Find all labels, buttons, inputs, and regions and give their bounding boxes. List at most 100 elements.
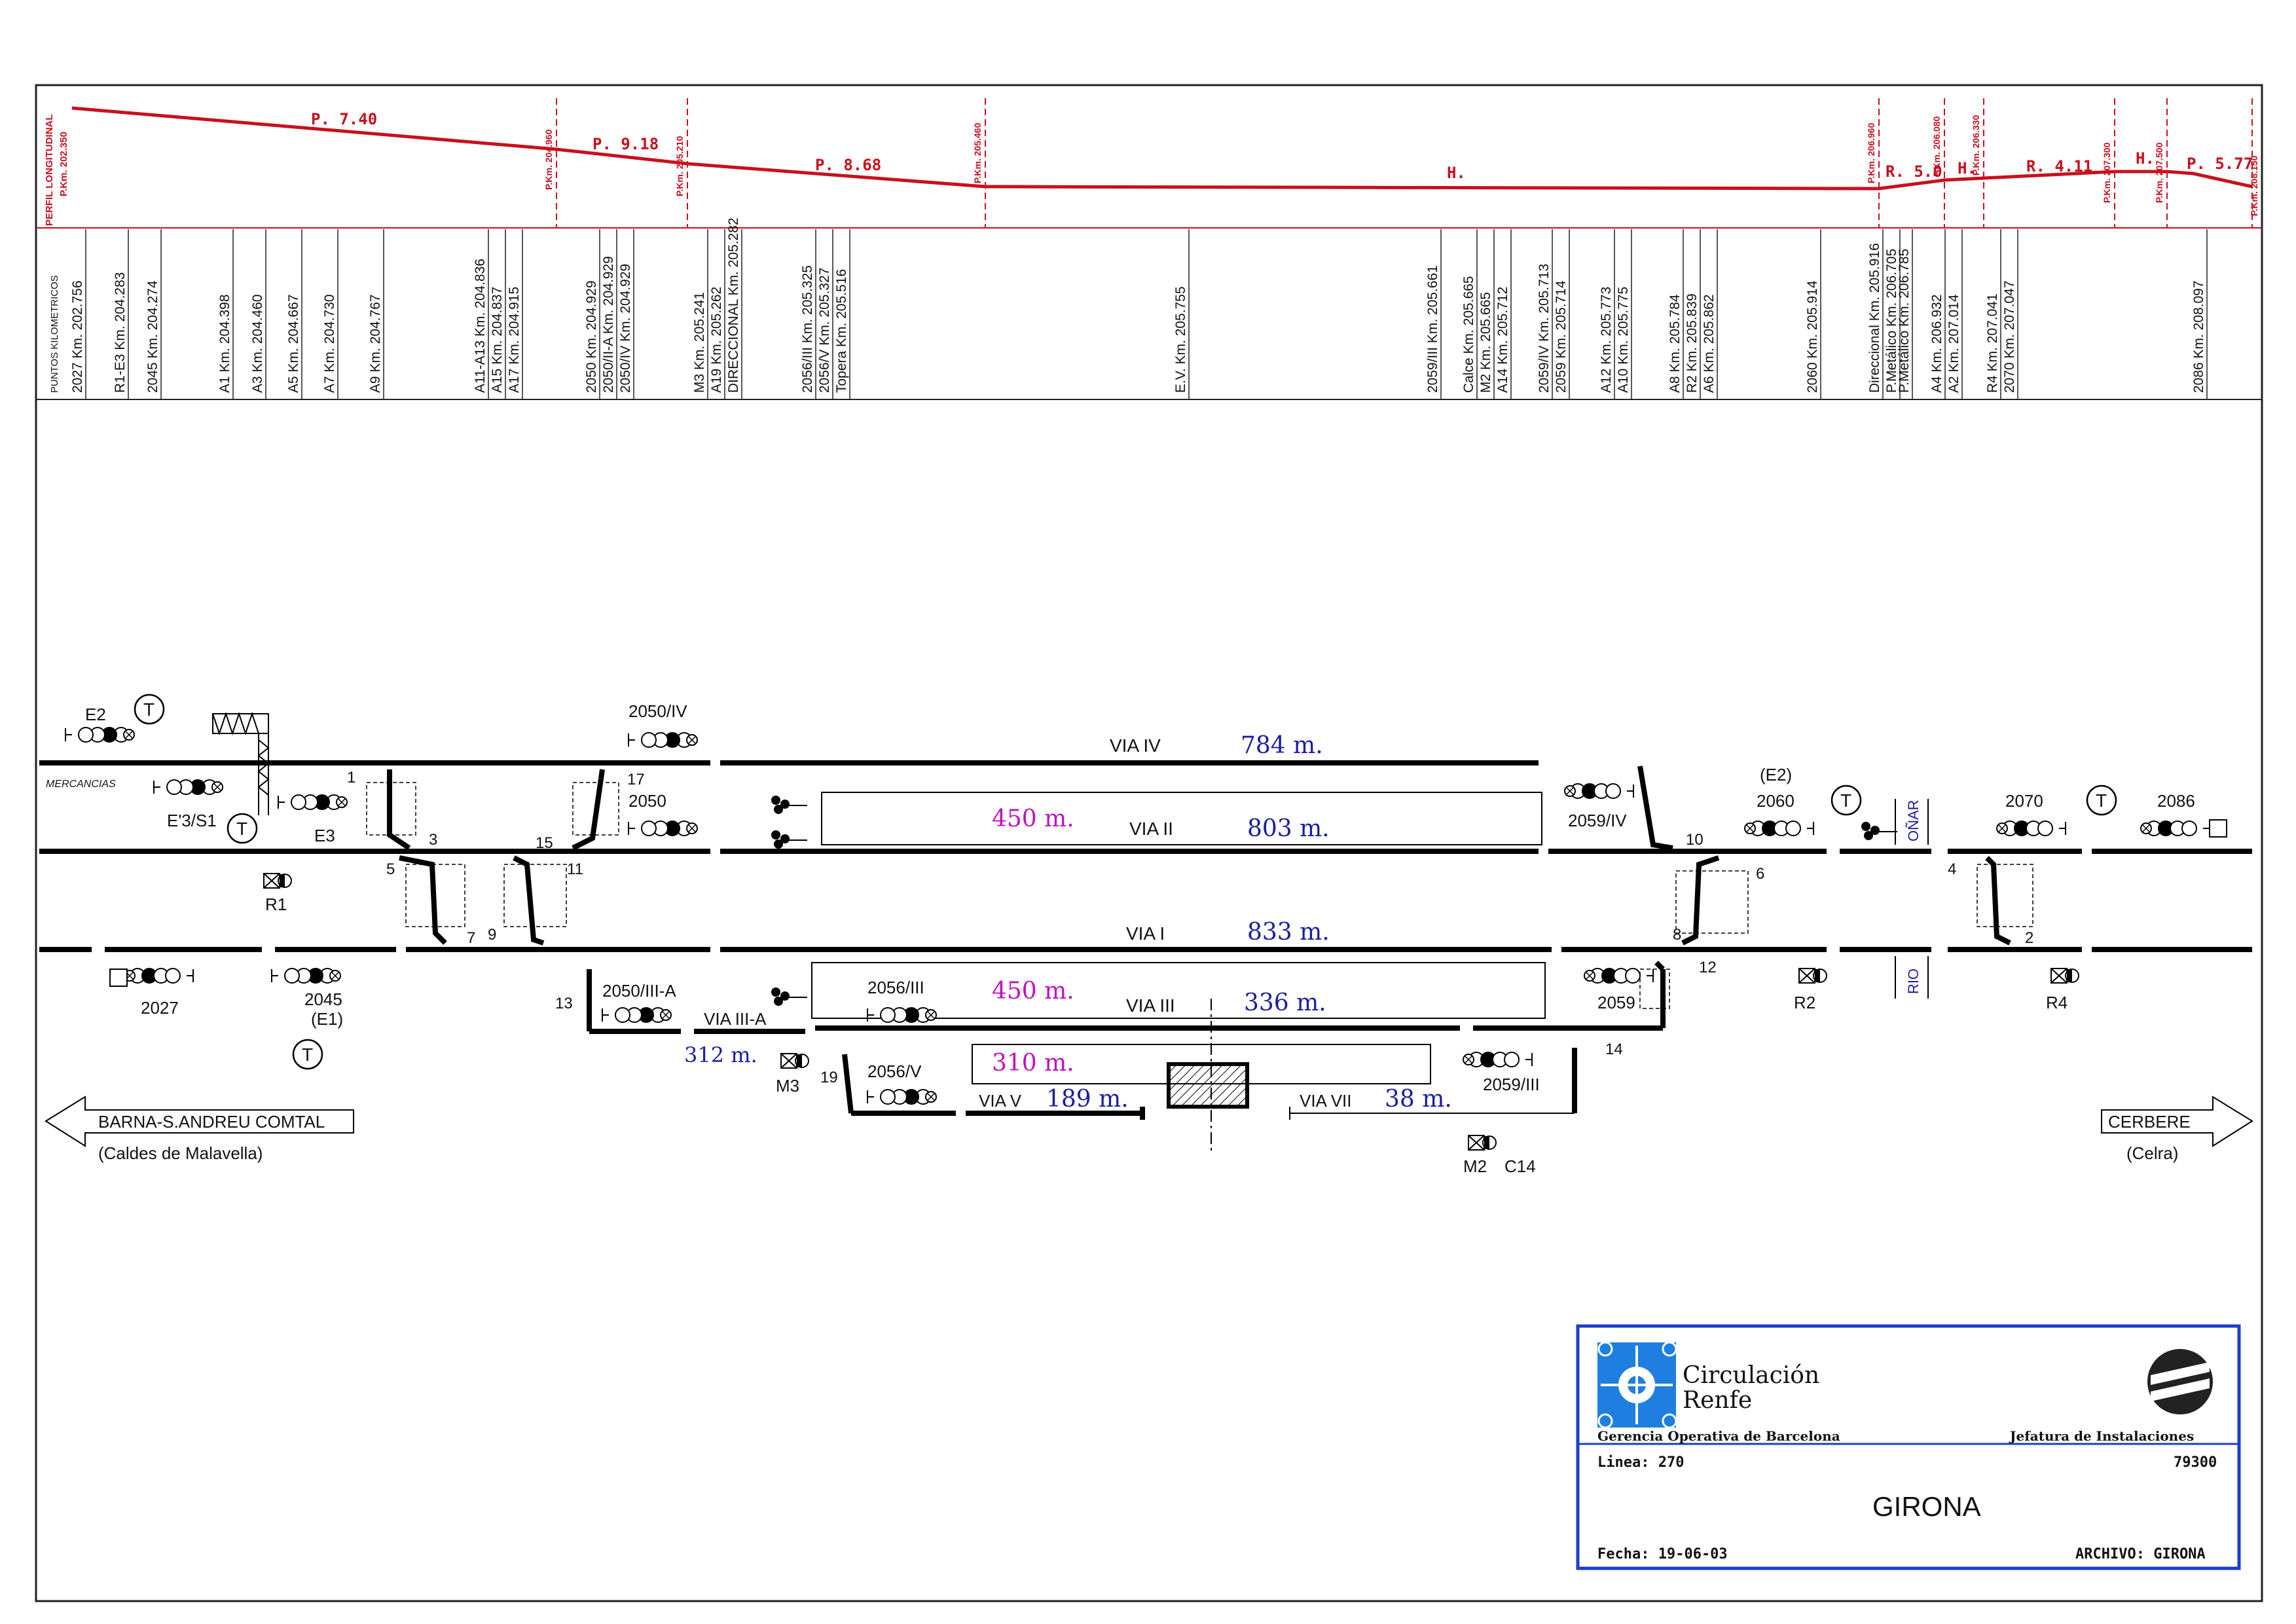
km-point-group: 2045 Km. 204.274 xyxy=(145,229,162,399)
km-point-label: 2086 Km. 208.097 xyxy=(2191,280,2206,393)
svg-text:(Caldes de Malavella): (Caldes de Malavella) xyxy=(98,1143,263,1163)
km-point-label: 2050 Km. 204.929 xyxy=(584,280,599,393)
via-iii-a-label: VIA III-A xyxy=(704,1009,767,1029)
signal-s2045: 2045 xyxy=(271,968,342,1009)
signal-label: M3 xyxy=(776,1076,799,1096)
signal-e3s1: E'3/S1 xyxy=(153,779,223,830)
mercancias-label: MERCANCIAS xyxy=(46,779,116,790)
svg-text:P.Km. 205.460: P.Km. 205.460 xyxy=(972,122,983,183)
km-point-group: P.Metálico Km. 206.785 xyxy=(1897,229,1913,399)
km-point-group: A9 Km. 204.767 xyxy=(368,229,384,399)
svg-text:10: 10 xyxy=(1686,831,1704,849)
signal-r4: R4 xyxy=(2046,968,2079,1012)
km-point-label: A1 Km. 204.398 xyxy=(217,294,232,393)
signal-label: E'3/S1 xyxy=(167,811,217,830)
km-point-group: 2027 Km. 202.756 xyxy=(70,229,86,399)
signal-label: R1 xyxy=(265,895,287,914)
via-iii-length: 336 m. xyxy=(1244,989,1326,1016)
sheet-frame xyxy=(35,84,2263,1602)
km-point-label: 2050/II-A Km. 204.929 xyxy=(601,256,616,393)
signal-label: 2070 xyxy=(2005,791,2043,811)
svg-text:9: 9 xyxy=(488,926,496,944)
platform-via-ii xyxy=(821,792,1542,845)
signal-label: R4 xyxy=(2046,993,2068,1012)
svg-text:T: T xyxy=(2096,790,2107,811)
signal-label: C14 xyxy=(1504,1156,1536,1176)
km-point-label: Calce Km. 205.665 xyxy=(1461,276,1476,393)
km-point-group: E.V. Km. 205.755 xyxy=(1173,229,1190,399)
km-point-label: R1-E3 Km. 204.283 xyxy=(113,272,128,393)
svg-text:1: 1 xyxy=(347,769,355,786)
brand-line2: Renfe xyxy=(1683,1387,1752,1414)
dwarf-signal-icon xyxy=(1861,822,1897,840)
svg-text:7: 7 xyxy=(467,929,475,947)
signal-label: R2 xyxy=(1794,993,1815,1012)
svg-text:15: 15 xyxy=(536,834,553,852)
profile-breakpoint-labels: P.Km. 204.960 P.Km. 205.210 P.Km. 205.46… xyxy=(543,115,2259,216)
km-point-label: A5 Km. 204.667 xyxy=(286,294,301,393)
km-point-label: R2 Km. 205.839 xyxy=(1685,293,1700,393)
km-point-label: A3 Km. 204.460 xyxy=(250,294,265,393)
signal-label: E2 xyxy=(85,705,106,724)
brand-line1: Circulación xyxy=(1683,1362,1819,1389)
svg-text:H.: H. xyxy=(1447,164,1466,182)
signal-s2050iiia: 2050/III-A xyxy=(602,981,676,1023)
track-via-v xyxy=(842,1054,854,1114)
signal-s2086: 2086 xyxy=(2140,791,2210,836)
signal-p-box xyxy=(2209,819,2227,838)
signal-r1: R1 xyxy=(263,873,292,914)
signal-m2: M2 xyxy=(1463,1135,1497,1176)
signal-s2050: 2050 xyxy=(628,791,698,836)
km-point-label: Topera Km. 205.516 xyxy=(834,269,849,393)
svg-text:P.Km. 204.960: P.Km. 204.960 xyxy=(543,129,554,190)
km-point-label: A6 Km. 205.862 xyxy=(1702,294,1717,393)
signal-label: 2060 xyxy=(1757,791,1795,811)
km-point-label: A10 Km. 205.775 xyxy=(1616,287,1631,393)
svg-text:11: 11 xyxy=(567,860,583,878)
dept-left: Gerencia Operativa de Barcelona xyxy=(1597,1428,1840,1444)
svg-text:19: 19 xyxy=(820,1069,838,1086)
signal-r2: R2 xyxy=(1794,968,1827,1012)
signal-label: M2 xyxy=(1463,1156,1487,1176)
switch-numbers: 1 3 5 7 9 11 13 15 17 19 2 4 6 8 10 12 1… xyxy=(347,769,2033,1086)
telephone-t-icon: T xyxy=(227,813,258,844)
station-building xyxy=(1167,1062,1249,1109)
svg-text:4: 4 xyxy=(1948,860,1956,878)
signal-label: (E2) xyxy=(1760,765,1792,784)
signal-s2059: 2059 xyxy=(1584,968,1654,1012)
km-point-group: A1 Km. 204.398 xyxy=(217,229,234,399)
signal-s2056iii: 2056/III xyxy=(867,978,937,1023)
signal-e3: E3 xyxy=(278,794,348,845)
km-point-label: 2056/V Km. 205.327 xyxy=(817,268,832,393)
svg-text:CERBERE: CERBERE xyxy=(2108,1112,2191,1132)
km-point-label: 2059/III Km. 205.661 xyxy=(1425,265,1440,393)
signal-label: 2056/V xyxy=(867,1061,922,1081)
signal-s2056v: 2056/V xyxy=(867,1061,937,1105)
signal-label: 2050/III-A xyxy=(602,981,676,1001)
platforms xyxy=(811,792,1546,1084)
svg-text:14: 14 xyxy=(1605,1041,1623,1058)
telephone-t-icon: T xyxy=(1831,784,1862,816)
km-point-label: A17 Km. 204.915 xyxy=(507,287,522,393)
svg-text:BARNA-S.ANDREU COMTAL: BARNA-S.ANDREU COMTAL xyxy=(98,1112,325,1132)
km-point-label: A4 Km. 206.932 xyxy=(1929,294,1944,393)
km-point-label: M3 Km. 205.241 xyxy=(692,292,707,393)
signal-s2059iv: 2059/IV xyxy=(1564,783,1634,830)
km-point-group: 2060 Km. 205.914 xyxy=(1805,229,1821,399)
svg-text:R. 4.11: R. 4.11 xyxy=(2026,157,2092,175)
signal-label: 2059/III xyxy=(1483,1075,1540,1094)
svg-text:P. 7.40: P. 7.40 xyxy=(311,110,377,128)
drawing-code: 79300 xyxy=(2174,1454,2217,1471)
signal-s2050iv: 2050/IV xyxy=(628,701,698,748)
svg-text:5: 5 xyxy=(386,860,395,878)
svg-text:P.Km. 208.150: P.Km. 208.150 xyxy=(2249,155,2259,216)
track-layout xyxy=(39,760,2252,1120)
